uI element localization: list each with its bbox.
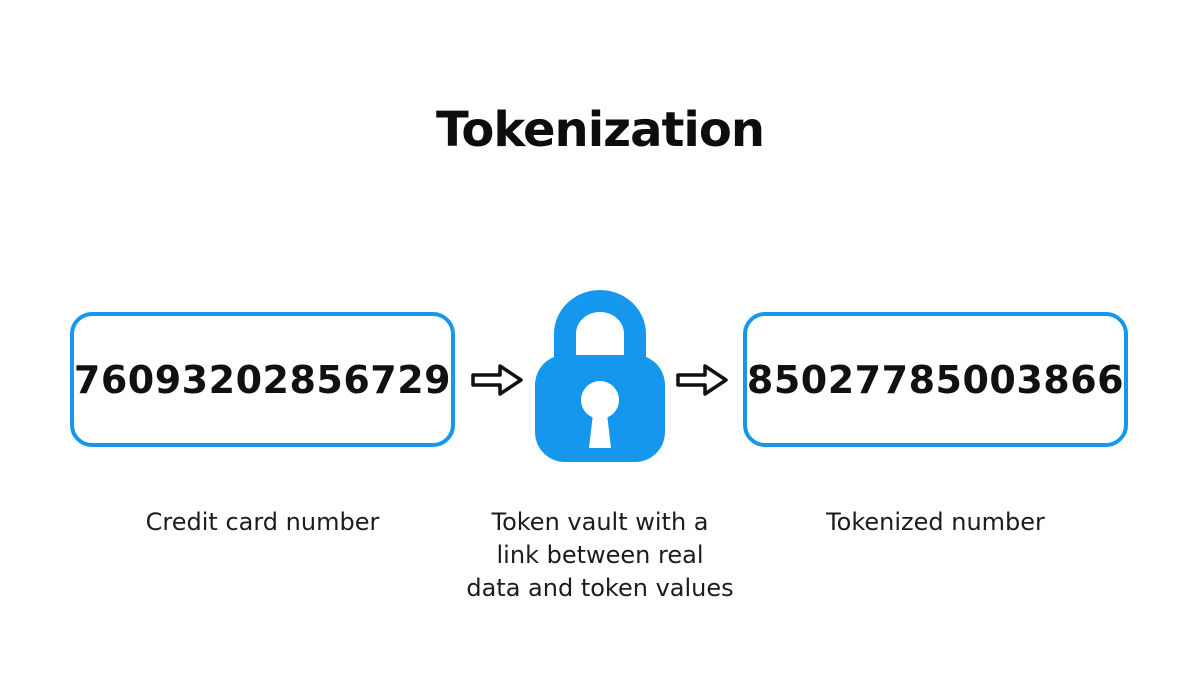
token-vault-caption-line-2: link between real — [496, 541, 704, 569]
tokenized-number-box: 85027785003866 — [743, 312, 1128, 447]
page-title: Tokenization — [435, 102, 765, 158]
token-vault-caption-line-3: data and token values — [466, 574, 734, 602]
arrow-right-icon — [676, 364, 728, 396]
token-vault-caption: Token vault with a link between real dat… — [430, 506, 770, 605]
lock-icon — [535, 290, 665, 462]
arrow-right-icon — [471, 364, 523, 396]
credit-card-number-box: 76093202856729 — [70, 312, 455, 447]
credit-card-number-value: 76093202856729 — [73, 357, 452, 402]
tokenized-number-value: 85027785003866 — [746, 357, 1125, 402]
credit-card-caption: Credit card number — [145, 508, 380, 536]
tokenized-caption: Tokenized number — [826, 508, 1045, 536]
token-vault-caption-line-1: Token vault with a — [491, 508, 709, 536]
